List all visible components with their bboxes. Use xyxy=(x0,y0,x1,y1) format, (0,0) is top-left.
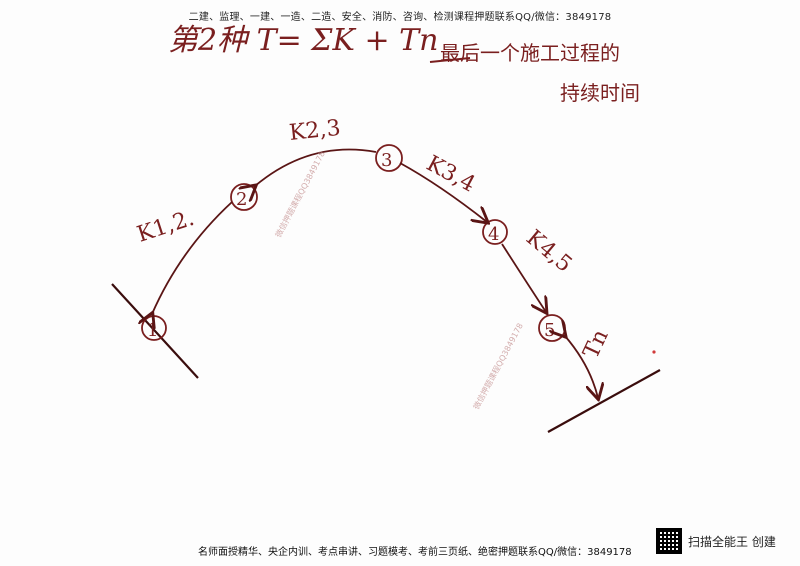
node-1: 1 xyxy=(141,315,167,341)
header-contact-line: 二建、监理、一建、一造、二造、安全、消防、咨询、检测课程押题联系QQ/微信：38… xyxy=(188,12,612,23)
node-4: 4 xyxy=(482,219,508,245)
svg-text:4: 4 xyxy=(488,224,499,245)
arrow-k23 xyxy=(255,148,377,186)
label-k23: K2,3 xyxy=(288,116,342,146)
label-k45: K4,5 xyxy=(521,225,576,277)
arrow-k12 xyxy=(152,201,233,314)
scanner-brand: 扫描全能王 创建 xyxy=(656,528,776,554)
arrow-k45 xyxy=(501,243,546,312)
footer-contact-line: 名师面授精华、央企内训、考点串讲、习题模考、考前三页纸、绝密押题联系QQ/微信：… xyxy=(198,547,632,558)
note-line-1: 最后一个施工过程的 xyxy=(440,41,620,65)
watermark-1: 微信押题课程QQ3849178 xyxy=(273,149,327,239)
scanner-brand-label: 扫描全能王 创建 xyxy=(688,534,776,549)
formula-underline xyxy=(429,57,471,63)
svg-text:5: 5 xyxy=(544,320,555,341)
label-k12: K1,2. xyxy=(134,206,197,248)
watermark-2: 微信押题课程QQ3849178 xyxy=(471,321,525,411)
end-ground-line xyxy=(547,369,661,433)
ink-speck xyxy=(652,350,656,354)
svg-text:2: 2 xyxy=(236,189,247,210)
qr-code-icon xyxy=(656,528,682,554)
svg-text:3: 3 xyxy=(381,150,392,171)
arrow-k34 xyxy=(399,162,487,222)
note-line-2: 持续时间 xyxy=(560,81,640,105)
node-5: 5 xyxy=(538,314,566,342)
node-2: 2 xyxy=(230,183,258,211)
formula-title: 第2种 T= ΣK + Tn xyxy=(168,23,438,58)
arrow-tn xyxy=(565,336,598,398)
label-tn: Tn xyxy=(579,326,614,363)
node-3: 3 xyxy=(375,144,403,172)
svg-text:1: 1 xyxy=(147,320,158,341)
start-ground-line xyxy=(111,283,199,379)
label-k34: K3,4 xyxy=(422,151,479,197)
